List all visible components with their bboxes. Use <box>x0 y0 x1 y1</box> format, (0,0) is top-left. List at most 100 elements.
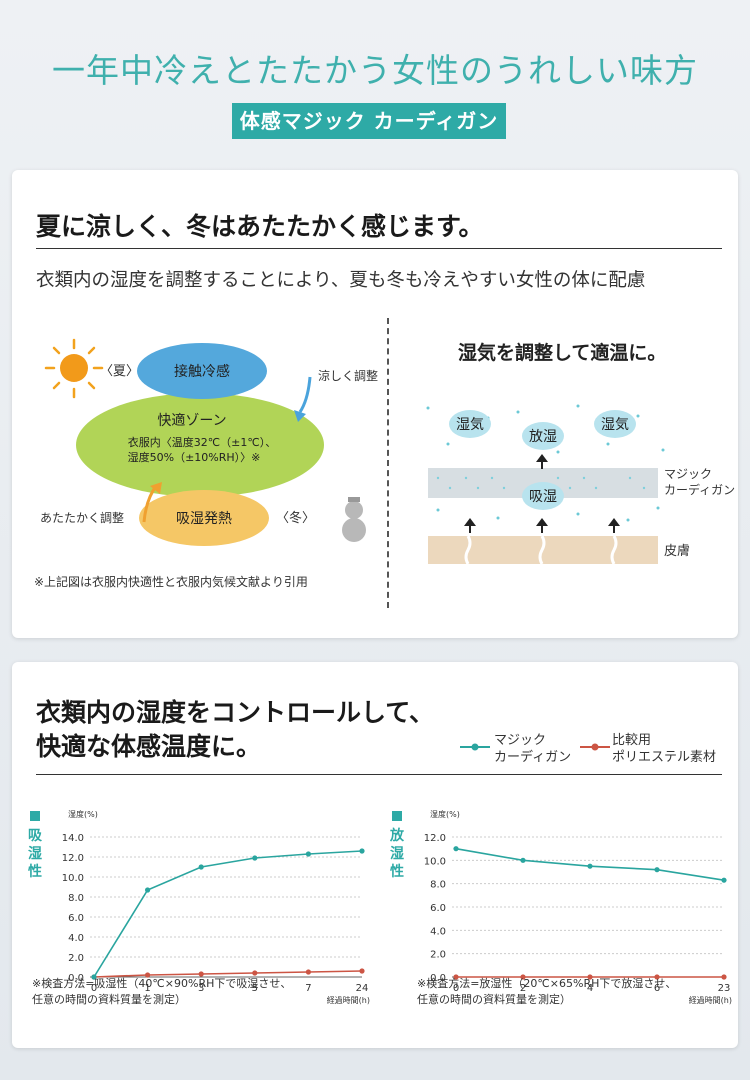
data-point <box>252 970 258 976</box>
release-label: 放湿 <box>529 429 557 445</box>
y-axis-label: 湿度(%) <box>430 809 460 819</box>
y-tick-label: 12.0 <box>424 833 446 844</box>
x-tick-label: 4 <box>587 983 593 994</box>
comfort-detail-2: 湿度50%（±10%RH）〉※ <box>128 450 261 464</box>
chart2-note: ※検査方法=放湿性（20℃×65%RH下で放湿させ、任意の時間の資料質量を測定） <box>417 977 677 1006</box>
y-tick-label: 0.0 <box>68 973 84 984</box>
data-point <box>145 887 151 893</box>
comfort-detail-1: 衣服内〈温度32℃（±1℃）、 <box>128 435 276 449</box>
y-tick-label: 0.0 <box>430 973 446 984</box>
series-line <box>93 850 363 978</box>
moisture-left-label: 湿気 <box>456 417 484 433</box>
x-tick-label: 23 <box>718 983 731 994</box>
data-point <box>305 969 311 975</box>
y-tick-label: 12.0 <box>62 853 84 864</box>
y-tick-label: 4.0 <box>68 933 84 944</box>
comfort-zone-ellipse <box>76 393 324 497</box>
x-tick-label: 7 <box>305 983 311 994</box>
absorb-label: 吸湿 <box>529 489 557 505</box>
x-axis-label: 経過時間(h) <box>689 995 732 1005</box>
title-rule <box>36 248 722 249</box>
feature-card-humidity: 衣類内の湿度をコントロールして、 快適な体感温度に。 マジックカーディガン 比較… <box>12 662 738 1048</box>
cool-adjust-label: 涼しく調整 <box>318 368 378 383</box>
comfort-zone-label: 快適ゾーン <box>157 412 226 429</box>
comfort-zone-diagram: 〈夏〉 接触冷感 快適ゾーン 衣服内〈温度32℃（±1℃）、 湿度50%（±10… <box>34 338 378 589</box>
side-label-char: 湿 <box>28 846 42 862</box>
data-point <box>520 974 526 980</box>
cool-arrow-icon <box>298 376 312 413</box>
data-point <box>721 877 727 883</box>
data-point <box>359 968 365 974</box>
x-tick-label: 2 <box>520 983 526 994</box>
data-point <box>587 974 593 980</box>
fabric-label-2: カーディガン <box>664 482 735 497</box>
moisture-left-bubble <box>449 410 491 438</box>
side-label-char: 湿 <box>390 846 404 862</box>
contact-cool-ellipse <box>137 343 267 399</box>
x-tick-label: 0 <box>453 983 459 994</box>
legend-compare: 比較用ポリエステル素材 <box>612 733 717 765</box>
side-square-icon <box>30 811 40 821</box>
legend-compare-swatch <box>580 743 610 751</box>
title-rule-2 <box>36 774 722 775</box>
side-label-char: 性 <box>28 863 42 880</box>
y-tick-label: 10.0 <box>62 873 84 884</box>
sun-icon <box>44 338 104 399</box>
chart1-note: ※検査方法=吸湿性（40℃×90%RH下で吸湿させ、任意の時間の資料質量を測定） <box>32 977 292 1006</box>
y-tick-label: 14.0 <box>62 833 84 844</box>
data-point <box>91 974 97 980</box>
data-point <box>252 855 258 861</box>
contact-cool-label: 接触冷感 <box>174 363 230 380</box>
warm-adjust-label: あたたかく調整 <box>40 510 124 525</box>
section2-title-line2: 快適な体感温度に。 <box>36 732 262 761</box>
diagram-note: ※上記図は衣服内快適性と衣服内気候文献より引用 <box>34 574 308 589</box>
page-headline: 一年中冷えとたたかう女性のうれしい味方 <box>52 51 698 90</box>
y-tick-label: 8.0 <box>68 893 84 904</box>
legend-magic: マジックカーディガン <box>494 733 572 765</box>
y-tick-label: 6.0 <box>68 913 84 924</box>
y-tick-label: 2.0 <box>430 950 446 961</box>
section1-title: 夏に涼しく、冬はあたたかく感じます。 <box>36 212 484 241</box>
x-tick-label: 1 <box>144 983 150 994</box>
y-axis-label: 湿度(%) <box>68 809 98 819</box>
data-point <box>359 848 365 854</box>
section2-title-line1: 衣類内の湿度をコントロールして、 <box>36 698 435 727</box>
moisture-diagram: 湿気 放湿 湿気 吸湿 マジック カーディガン 皮膚 <box>426 404 735 565</box>
x-tick-label: 0 <box>91 983 97 994</box>
section1-description: 衣類内の湿度を調整することにより、夏も冬も冷えやすい女性の体に配慮 <box>36 270 646 291</box>
feature-card-comfort: 夏に涼しく、冬はあたたかく感じます。 衣類内の湿度を調整することにより、夏も冬も… <box>12 170 738 638</box>
data-point <box>198 971 204 977</box>
data-point <box>721 974 727 980</box>
x-tick-label: 24 <box>356 983 369 994</box>
absorb-heat-label: 吸湿発熱 <box>176 511 232 527</box>
release-bubble <box>522 422 564 450</box>
snowman-icon <box>342 497 366 542</box>
data-point <box>453 974 459 980</box>
side-label-char: 吸 <box>28 828 43 844</box>
absorb-bubble <box>522 482 564 510</box>
absorption-chart: 吸湿性 湿度(%) 14.0 12.0 10.0 8.0 6.0 4.0 2.0 0.0 0 1 3 5 7… <box>28 809 370 1005</box>
data-point <box>587 863 593 869</box>
x-tick-label: 5 <box>252 983 258 994</box>
section-divider <box>387 318 389 608</box>
moisture-title: 湿気を調整して適温に。 <box>458 342 667 364</box>
y-tick-label: 2.0 <box>68 953 84 964</box>
summer-label: 〈夏〉 <box>100 364 139 379</box>
vapor-arrow-icons <box>464 454 620 533</box>
winter-label: 〈冬〉 <box>276 510 315 526</box>
series-line <box>93 970 363 978</box>
y-tick-label: 4.0 <box>430 926 446 937</box>
data-point <box>453 846 459 852</box>
x-tick-label: 3 <box>198 983 204 994</box>
y-tick-label: 8.0 <box>430 880 446 891</box>
x-tick-label: 6 <box>654 983 660 994</box>
fabric-label-1: マジック <box>664 467 712 481</box>
y-tick-label: 10.0 <box>424 856 446 867</box>
moisture-right-label: 湿気 <box>601 417 629 433</box>
moisture-right-bubble <box>594 410 636 438</box>
vapor-dots <box>426 404 665 522</box>
product-badge: 体感マジック カーディガン <box>232 103 506 139</box>
y-tick-label: 6.0 <box>430 903 446 914</box>
legend-magic-swatch <box>460 743 490 751</box>
